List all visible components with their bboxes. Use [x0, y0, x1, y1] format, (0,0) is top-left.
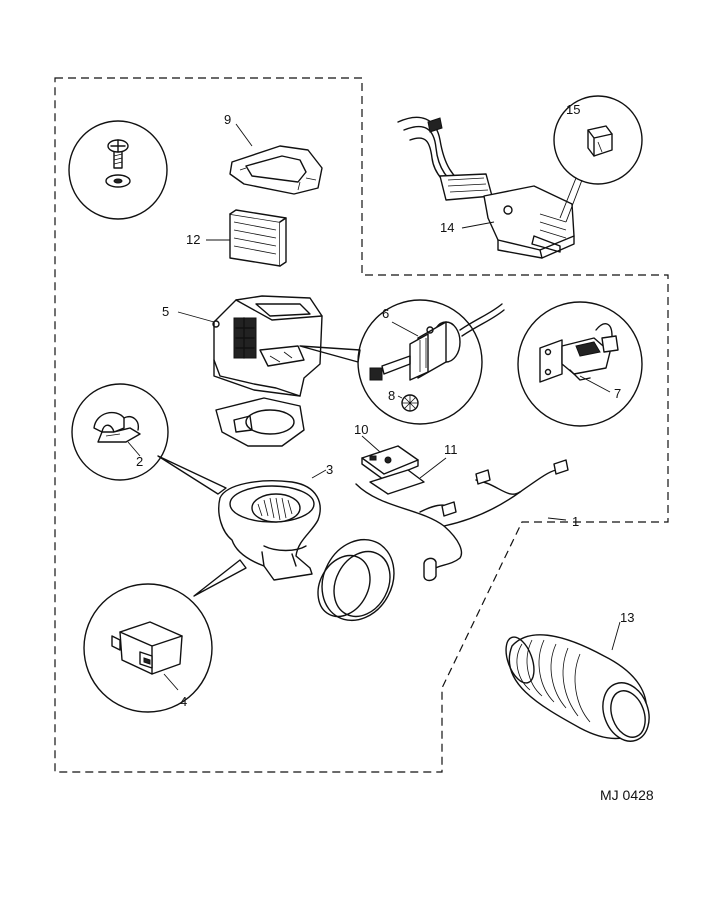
housing-gasket	[215, 397, 305, 447]
callout-4: 4	[180, 694, 187, 709]
callout-5: 5	[162, 304, 169, 319]
part-12-filter: 12	[186, 209, 287, 267]
part-7-detail: 7	[517, 301, 643, 427]
callout-7: 7	[614, 386, 621, 401]
part-2-detail: 2	[71, 383, 227, 495]
callout-9: 9	[224, 112, 231, 127]
duct-seal-ring	[317, 538, 395, 622]
part-10-board: 10	[354, 422, 419, 481]
screw-washer-detail	[68, 120, 168, 220]
callout-2: 2	[136, 454, 143, 469]
part-4-detail: 4	[83, 559, 247, 713]
callout-3: 3	[326, 462, 333, 477]
part-11-harness: 11	[355, 442, 569, 582]
reference-code: MJ 0428	[600, 787, 654, 803]
part-13-duct: 13	[505, 610, 650, 742]
part-5-housing: 5	[162, 295, 323, 397]
part-14-resistor-harness: 14	[397, 116, 575, 259]
part-15-detail: 15	[553, 95, 643, 223]
callout-8: 8	[388, 388, 395, 403]
part-9-gasket: 9	[224, 112, 323, 195]
callout-13: 13	[620, 610, 634, 625]
callout-10: 10	[354, 422, 368, 437]
callout-6: 6	[382, 306, 389, 321]
callout-1: 1	[572, 514, 579, 529]
callout-15: 15	[566, 102, 580, 117]
part-6-detail: 6 8	[299, 299, 505, 425]
callout-12: 12	[186, 232, 200, 247]
callout-11: 11	[444, 442, 458, 457]
kit-boundary	[54, 77, 669, 773]
callout-14: 14	[440, 220, 454, 235]
part-3-blower: 3	[218, 462, 333, 581]
